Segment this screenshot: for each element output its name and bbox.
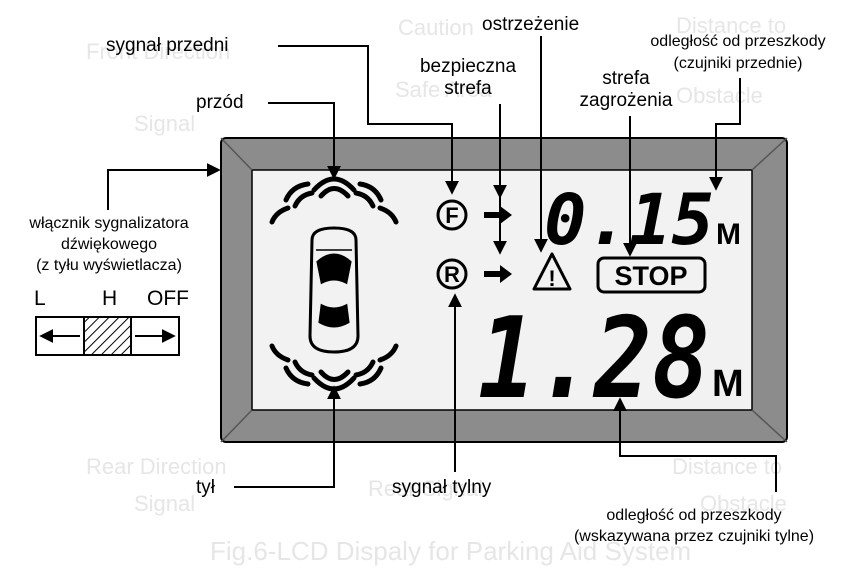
label-buzzer-switch: włącznik sygnalizatora dźwiękowego (z ty… — [4, 213, 214, 276]
label-front-distance: odległość od przeszkody (czujniki przedn… — [622, 31, 854, 75]
switch-position-h: H — [102, 288, 117, 310]
warning-symbol: ! — [548, 266, 555, 291]
label-warning: ostrzeżenie — [482, 14, 579, 36]
stop-text: STOP — [614, 261, 687, 291]
rear-distance-value: 1.28 — [478, 294, 710, 424]
rear-distance-unit: M — [712, 363, 744, 405]
label-rear: tył — [196, 477, 215, 499]
label-rear-signal: sygnał tylny — [392, 477, 491, 499]
label-safe-zone: bezpieczna strefa — [404, 56, 532, 100]
switch-position-l: L — [34, 288, 46, 310]
car-icon — [310, 228, 358, 352]
label-front: przód — [196, 92, 244, 114]
switch-position-off: OFF — [147, 288, 189, 310]
switch-slider — [84, 317, 131, 355]
label-front-signal: sygnał przedni — [106, 35, 229, 57]
rear-indicator-letter: R — [444, 262, 460, 287]
front-distance-unit: M — [716, 218, 741, 251]
buzzer-switch — [36, 317, 179, 355]
front-indicator-letter: F — [445, 203, 458, 228]
label-rear-distance: odległość od przeszkody (wskazywana prze… — [536, 505, 852, 547]
